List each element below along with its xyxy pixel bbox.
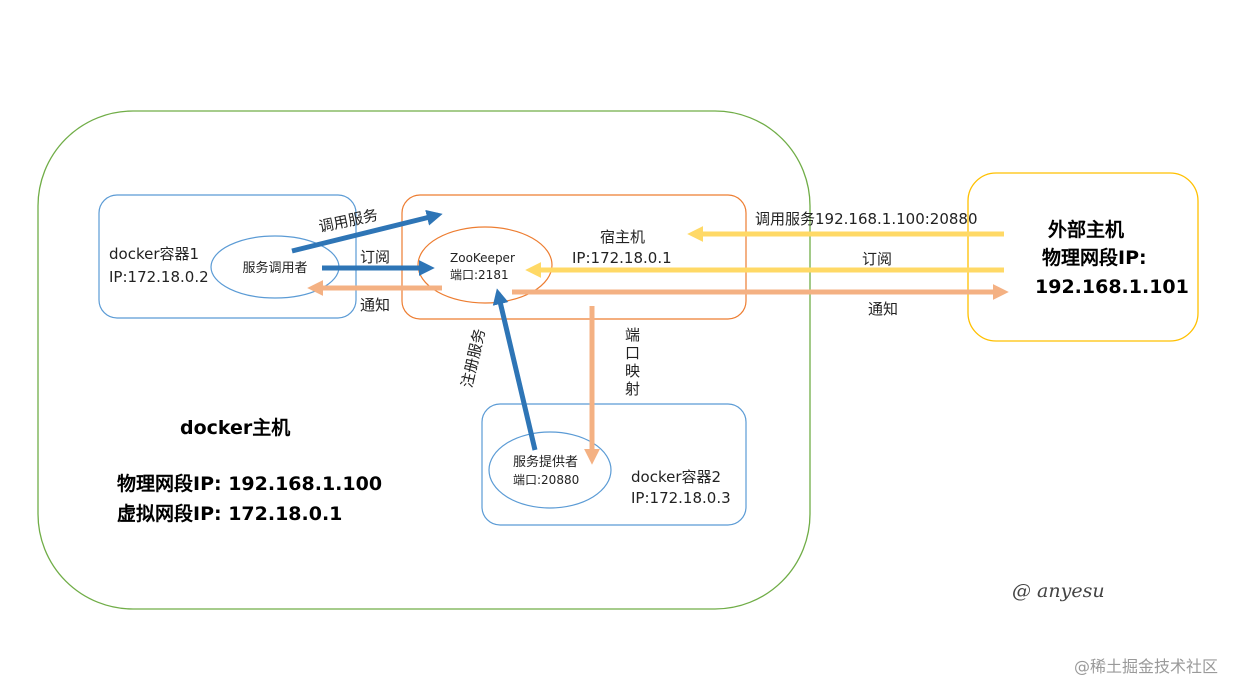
container1-box: [98, 194, 357, 319]
ext-subscribe-label: 订阅: [862, 250, 892, 268]
subscribe-label: 订阅: [360, 248, 390, 266]
external-host-title: 外部主机: [1048, 218, 1124, 241]
docker-host-box: [37, 110, 811, 610]
docker-host-virtual-ip: 虚拟网段IP: 172.18.0.1: [117, 502, 342, 525]
site-watermark: @稀土掘金技术社区: [1074, 657, 1218, 676]
register-service-label: 注册服务: [458, 327, 489, 390]
provider-ellipse: [488, 431, 612, 509]
consumer-label: 服务调用者: [242, 260, 307, 276]
container2-box: [481, 403, 747, 526]
host-name: 宿主机: [600, 228, 645, 246]
provider-label: 服务提供者: [513, 454, 578, 470]
container2-ip: IP:172.18.0.3: [631, 489, 731, 507]
host-ip: IP:172.18.0.1: [572, 249, 672, 267]
external-host-iplabel: 物理网段IP:: [1042, 246, 1147, 269]
port-mapping-label: 端口映射: [625, 326, 640, 398]
docker-host-title: docker主机: [180, 417, 290, 439]
host-box: [401, 194, 747, 320]
zookeeper-ellipse: [417, 226, 553, 304]
docker-host-physical-ip: 物理网段IP: 192.168.1.100: [117, 472, 382, 495]
container1-ip: IP:172.18.0.2: [109, 268, 209, 286]
call-service-arrow: [291, 209, 443, 254]
ext-notify-label: 通知: [868, 300, 898, 318]
ext-call-label: 调用服务192.168.1.100:20880: [755, 210, 978, 228]
notify-label: 通知: [360, 296, 390, 314]
external-host-box: [967, 172, 1199, 342]
register-service-arrow: [492, 288, 538, 451]
provider-port: 端口:20880: [513, 473, 579, 487]
zookeeper-name: ZooKeeper: [450, 251, 515, 265]
external-host-ip: 192.168.1.101: [1035, 276, 1189, 298]
container2-name: docker容器2: [631, 468, 721, 486]
author-signature: @ anyesu: [1012, 580, 1105, 602]
container1-name: docker容器1: [109, 245, 199, 263]
zookeeper-port: 端口:2181: [450, 268, 509, 282]
